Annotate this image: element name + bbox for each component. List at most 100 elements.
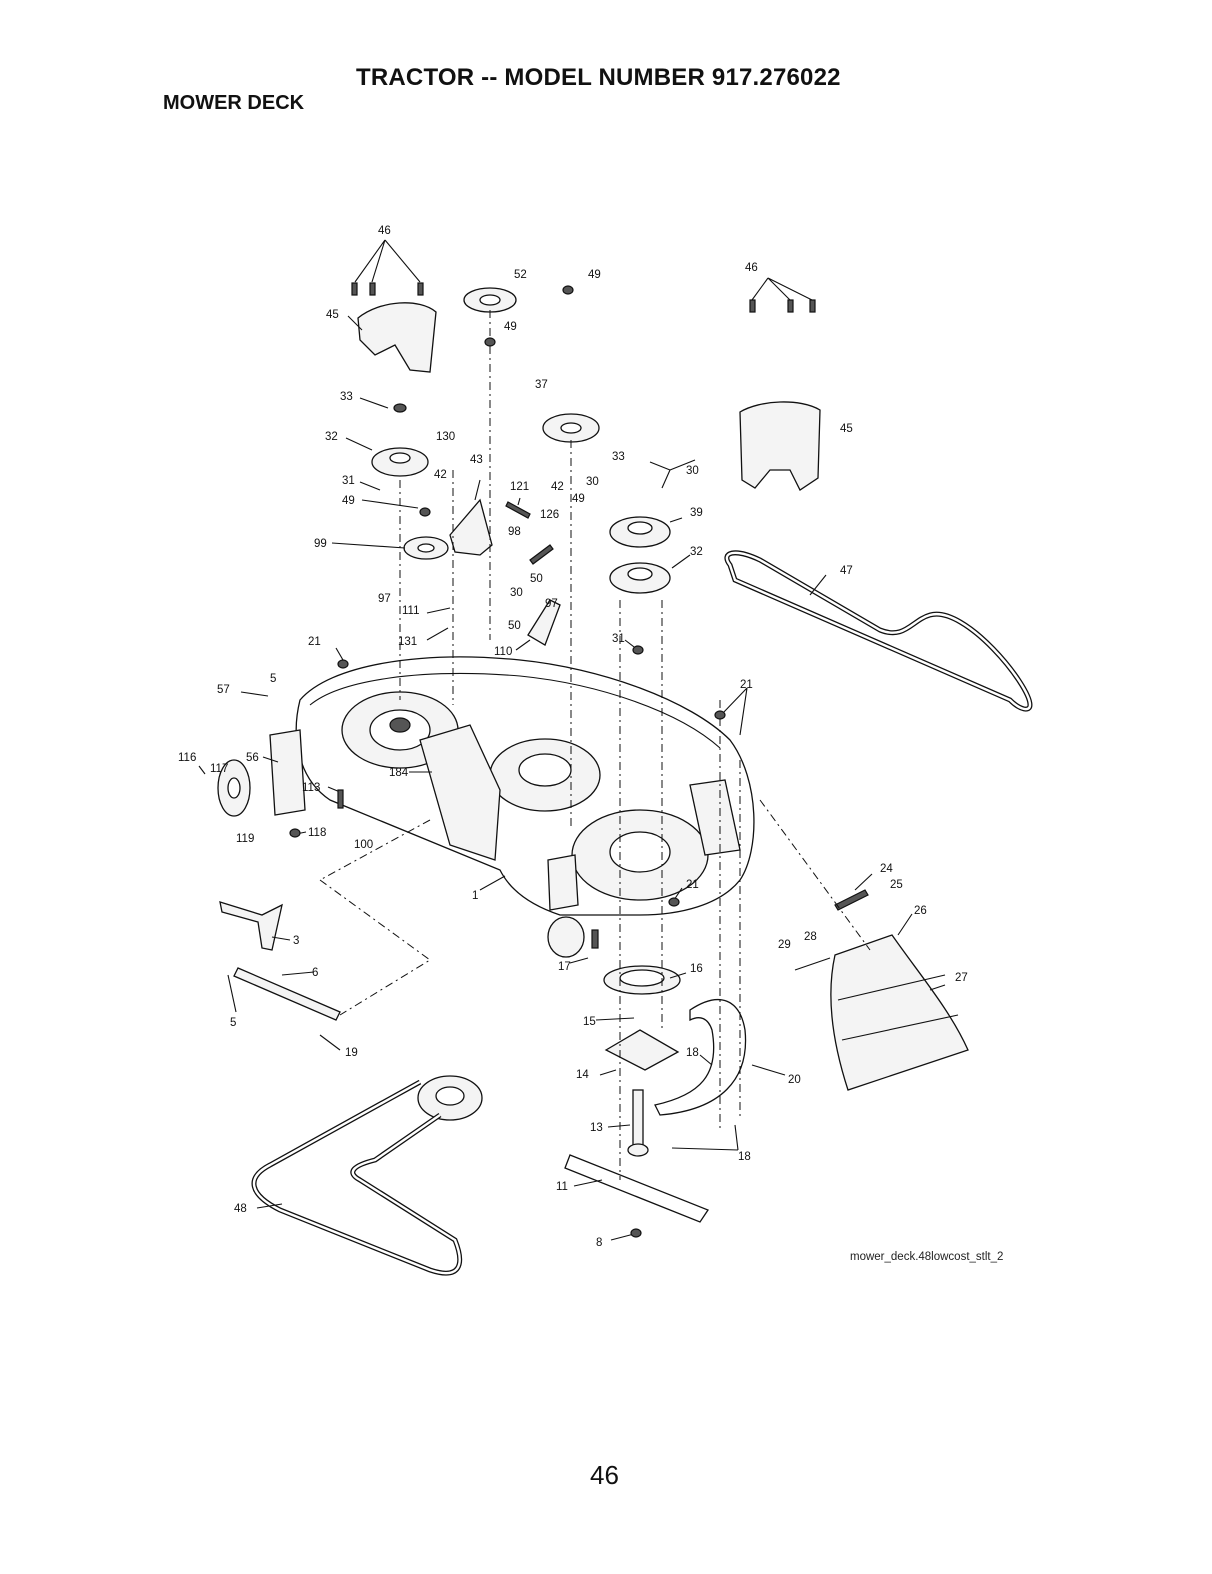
callout-3: 3 [293, 935, 299, 947]
callout-116: 116 [178, 752, 196, 764]
callout-37: 37 [535, 379, 548, 391]
callout-32a: 32 [325, 431, 338, 443]
spindle-housing-16 [603, 965, 681, 995]
callout-45a: 45 [326, 309, 339, 321]
leader-lines [198, 239, 946, 1241]
callout-52: 52 [514, 269, 527, 281]
blade-guard-right [739, 401, 821, 491]
callout-18a: 18 [686, 1047, 699, 1059]
pulley-37 [542, 413, 600, 443]
callout-30c: 30 [510, 587, 523, 599]
rod-29 [794, 957, 831, 971]
callout-1: 1 [472, 890, 478, 902]
callout-21c: 21 [686, 879, 699, 891]
callout-24: 24 [880, 863, 893, 875]
callout-17: 17 [558, 961, 571, 973]
callout-19: 19 [345, 1047, 358, 1059]
idler-bracket-43 [449, 498, 493, 556]
bracket-110 [527, 599, 561, 646]
callout-29: 29 [778, 939, 791, 951]
callout-50a: 50 [530, 573, 543, 585]
blade-guard-left [357, 302, 437, 373]
callout-184: 184 [389, 767, 409, 779]
callout-100: 100 [354, 839, 373, 851]
callout-31a: 31 [342, 475, 355, 487]
pulley-32-left [371, 447, 429, 477]
pulley-99 [403, 536, 449, 560]
belt-47 [724, 550, 1033, 712]
callout-15: 15 [583, 1016, 596, 1028]
clutch-pulley-assembly [417, 1075, 483, 1121]
callout-26: 26 [914, 905, 927, 917]
page-title: TRACTOR -- MODEL NUMBER 917.276022 [356, 64, 841, 91]
discharge-chute-27 [830, 934, 969, 1091]
callout-16: 16 [690, 963, 703, 975]
spindle-14 [604, 1029, 680, 1157]
callout-30a: 30 [686, 465, 699, 477]
gauge-wheel-17 [547, 916, 585, 958]
callout-32b: 32 [690, 546, 703, 558]
callout-46b: 46 [745, 262, 758, 274]
callout-31b: 31 [612, 633, 625, 645]
callout-5b: 5 [230, 1017, 236, 1029]
callout-50b: 50 [508, 620, 521, 632]
callout-33a: 33 [340, 391, 353, 403]
callout-126: 126 [540, 509, 559, 521]
callout-49c: 49 [572, 493, 585, 505]
callout-labels: 46 45 49 52 49 37 46 45 33 32 130 43 42 … [178, 225, 968, 1249]
diagram-caption: mower_deck.48lowcost_stlt_2 [850, 1251, 1004, 1263]
mower-deck-housing [269, 656, 755, 916]
callout-46a: 46 [378, 225, 391, 237]
callout-5a: 5 [270, 673, 276, 685]
callout-130: 130 [436, 431, 455, 443]
callout-48: 48 [234, 1203, 247, 1215]
callout-43: 43 [470, 454, 483, 466]
blade-11 [564, 1154, 709, 1223]
link-6 [233, 967, 341, 1021]
callout-30b: 30 [586, 476, 599, 488]
callout-42b: 42 [551, 481, 564, 493]
callout-18b: 18 [738, 1151, 751, 1163]
callout-27: 27 [955, 972, 968, 984]
gauge-wheel-117 [217, 759, 251, 817]
callout-119: 119 [236, 833, 254, 845]
callout-49b: 49 [588, 269, 601, 281]
callout-49d: 49 [342, 495, 355, 507]
callout-111: 111 [402, 605, 419, 617]
callout-113: 113 [302, 782, 320, 794]
callout-97b: 97 [545, 598, 558, 610]
callout-28: 28 [804, 931, 817, 943]
callout-121: 121 [510, 481, 529, 493]
assembly-lines [319, 310, 871, 1180]
pulley-52 [463, 287, 517, 313]
callout-47: 47 [840, 565, 853, 577]
callout-56: 56 [246, 752, 259, 764]
pulley-32-right [609, 562, 671, 594]
callout-99: 99 [314, 538, 327, 550]
callout-11: 11 [556, 1181, 568, 1193]
callout-57: 57 [217, 684, 230, 696]
callout-39: 39 [690, 507, 703, 519]
callout-110: 110 [494, 646, 512, 658]
page-number: 46 [590, 1460, 619, 1490]
callout-117: 117 [210, 763, 228, 775]
hardware-bolts [289, 282, 816, 1238]
callout-42a: 42 [434, 469, 447, 481]
pulley-39 [609, 516, 671, 548]
callout-98: 98 [508, 526, 521, 538]
deck-bracket-3 [219, 901, 283, 951]
callout-33b: 33 [612, 451, 625, 463]
callout-118: 118 [308, 827, 326, 839]
callout-20: 20 [788, 1074, 801, 1086]
callout-13: 13 [590, 1122, 603, 1134]
section-heading: MOWER DECK [163, 92, 305, 114]
callout-6: 6 [312, 967, 318, 979]
spring-98 [529, 544, 554, 565]
baffle-20 [654, 999, 747, 1116]
callout-49a: 49 [504, 321, 517, 333]
callout-14: 14 [576, 1069, 589, 1081]
belt-48 [251, 1079, 463, 1276]
callout-45b: 45 [840, 423, 853, 435]
callout-21b: 21 [740, 679, 753, 691]
